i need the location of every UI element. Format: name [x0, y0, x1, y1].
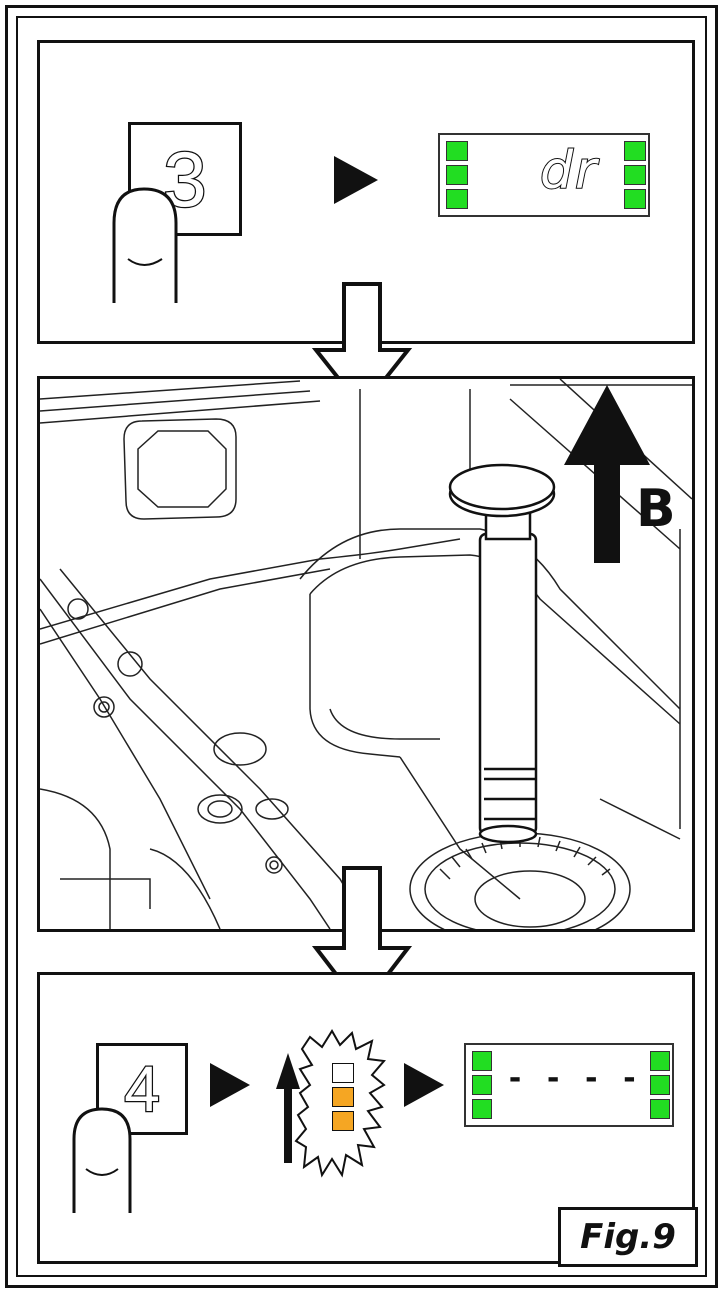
led-left-2 [446, 165, 468, 185]
key-3-button[interactable]: 3 [128, 122, 242, 236]
arrow-label-b: B [636, 479, 676, 539]
next-arrow-1 [334, 156, 378, 204]
led-left-1 [446, 141, 468, 161]
display-text-dashes: - - - - [506, 1061, 640, 1096]
led-left-1 [472, 1051, 492, 1071]
finger-icon-2 [72, 1107, 132, 1213]
led-left-2 [472, 1075, 492, 1095]
led-right-1 [624, 141, 646, 161]
indicator-segment-empty [332, 1063, 354, 1083]
led-right-3 [624, 189, 646, 209]
led-left-3 [446, 189, 468, 209]
led-right-1 [650, 1051, 670, 1071]
inner-frame [16, 16, 707, 1277]
led-right-2 [650, 1075, 670, 1095]
led-right-2 [624, 165, 646, 185]
next-arrow-3 [404, 1063, 444, 1107]
machine-interior-illustration [40, 379, 692, 929]
finger-icon [112, 187, 178, 303]
led-right-3 [650, 1099, 670, 1119]
outer-frame [5, 5, 718, 1288]
led-left-3 [472, 1099, 492, 1119]
control-display-2: - - - - [464, 1043, 674, 1127]
small-up-arrow-icon [276, 1053, 300, 1163]
indicator-segment-lit-2 [332, 1111, 354, 1131]
next-arrow-2 [210, 1063, 250, 1107]
figure-label: Fig.9 [580, 1217, 676, 1257]
indicator-segment-lit-1 [332, 1087, 354, 1107]
key-4-label: 4 [123, 1052, 161, 1127]
display-text-dr: dr [539, 140, 599, 202]
illustration-panel: B [37, 376, 695, 932]
up-arrow-b-icon [564, 385, 650, 563]
figure-label-box: Fig.9 [558, 1207, 698, 1267]
control-display-1: dr [438, 133, 650, 217]
step-panel-3: 4 - - - - Fig.9 [37, 972, 698, 1267]
